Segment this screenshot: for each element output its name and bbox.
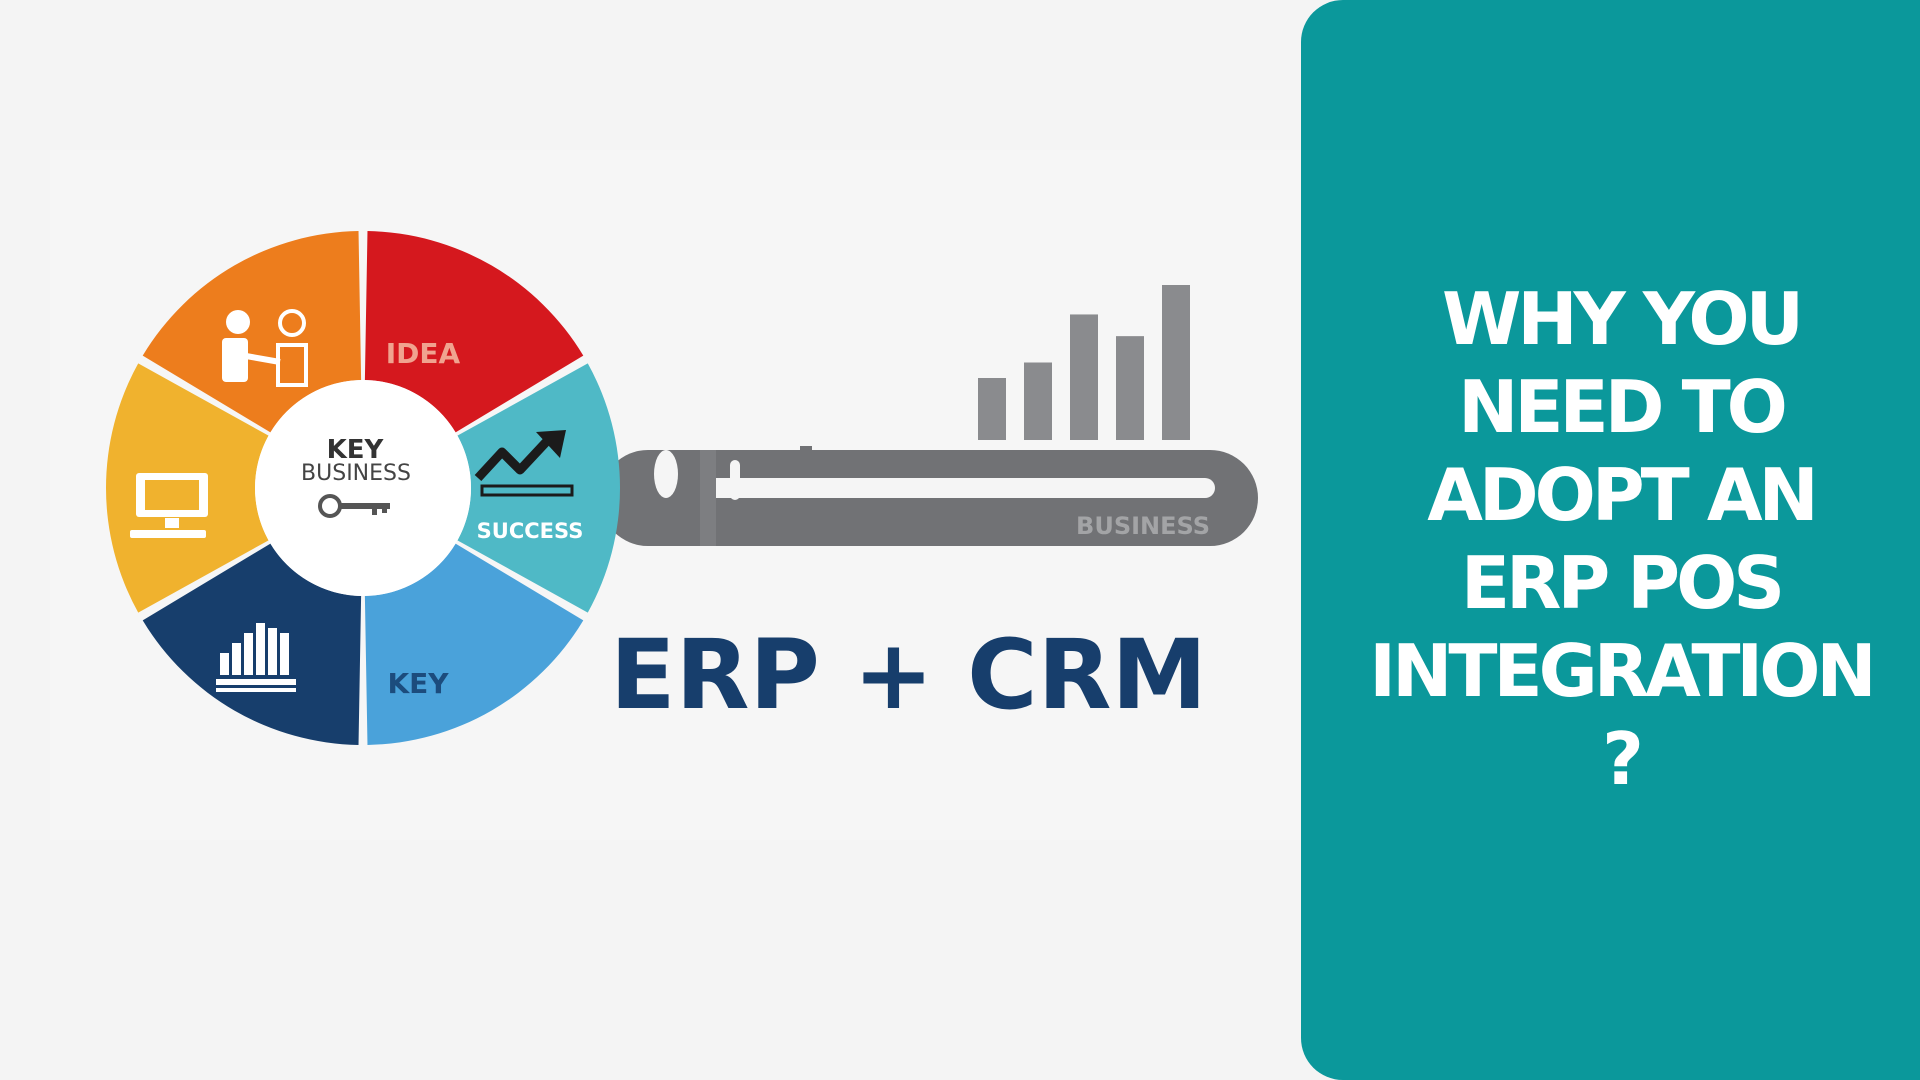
center-title: KEY [327,435,385,465]
headline-line: ? [1602,717,1644,801]
trend-arrow-icon [474,430,574,497]
segment-label-key: KEY [387,667,449,700]
segment-success [457,363,620,613]
bar-chart-bar [1024,362,1052,440]
segment-label-idea: IDEA [386,337,461,370]
key-center-disc [255,380,471,596]
key-ring [106,231,620,745]
segment-idea [364,231,584,433]
bar-chart-bar [1070,314,1098,440]
bar-chart-bar [978,378,1006,440]
headline-line: WHY YOU [1441,277,1804,361]
headline-line: ERP POS [1460,541,1785,625]
erp-crm-caption: ERP + CRM [610,619,1207,731]
key-shaft-label: BUSINESS [1076,512,1210,540]
center-subtitle: BUSINESS [301,461,411,486]
segment-label-success: SUCCESS [477,519,584,543]
bar-chart-icon [978,285,1190,440]
bar-chart-bar [1162,285,1190,440]
headline-line: NEED TO [1458,365,1788,449]
small-key-icon [318,494,390,518]
segment-key [364,543,584,745]
handshake-icon [222,309,308,387]
bar-chart-bar [1116,336,1144,440]
headline-line: INTEGRATION [1369,629,1876,713]
headline-panel [1301,0,1920,1080]
headline-line: ADOPT AN [1427,453,1819,537]
erp-crm-key-illustration: BUSINESS KEY BUSINESS [106,231,1258,745]
monitor-icon [130,473,208,538]
chart-hand-icon [216,623,296,692]
key-shaft: BUSINESS [600,446,1258,546]
